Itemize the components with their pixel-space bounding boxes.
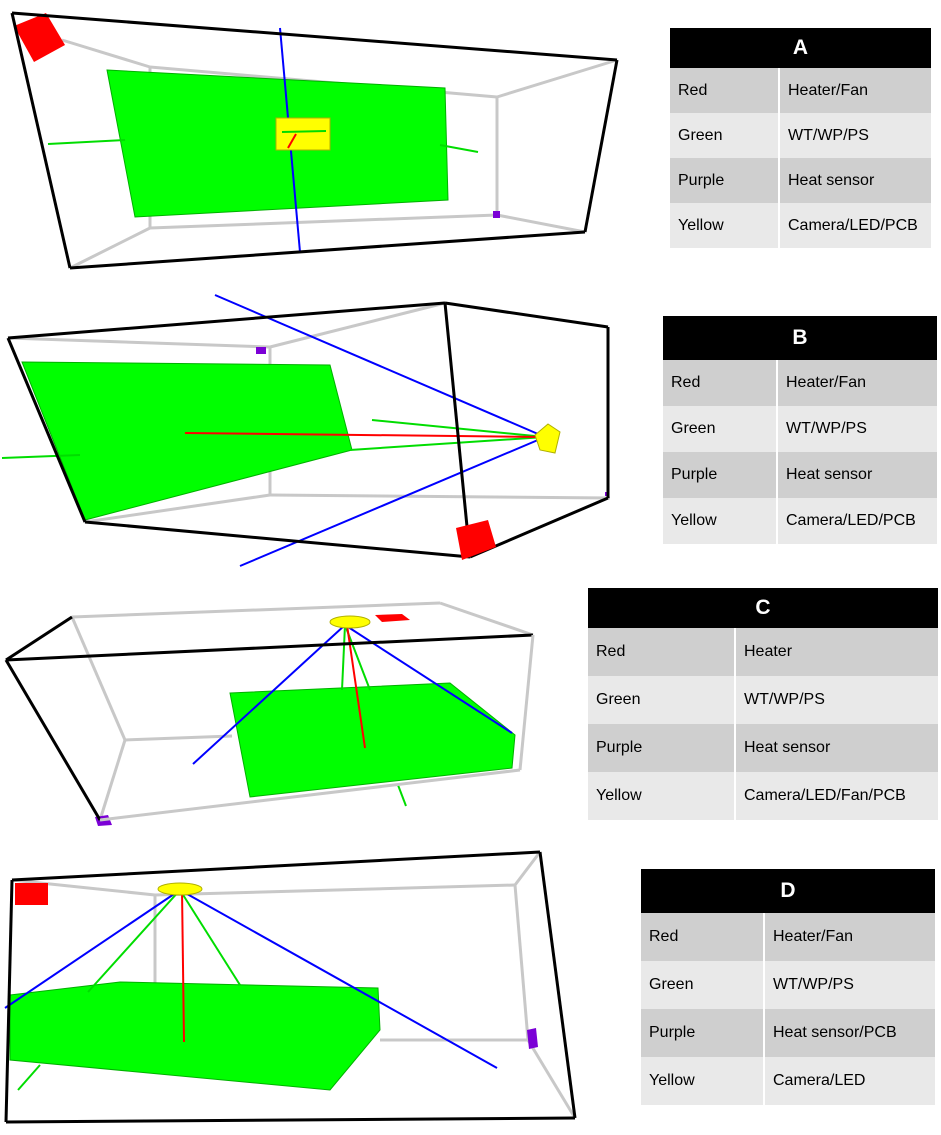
axis-green-center xyxy=(281,130,327,133)
axis-blue-left xyxy=(192,624,346,765)
panel-c-view xyxy=(4,601,535,826)
legend-color-label: Yellow xyxy=(588,772,735,820)
panel-d-view xyxy=(4,850,577,1124)
legend-table-a: A Red Heater/Fan Green WT/WP/PS Purple H… xyxy=(670,28,931,248)
axis-blue-bottom xyxy=(239,436,546,567)
legend-component-label: Heat sensor xyxy=(778,158,931,203)
enclosure-front-edges xyxy=(4,615,534,821)
axis-red xyxy=(346,624,366,749)
legend-color-label: Green xyxy=(641,961,764,1009)
heat-sensor xyxy=(256,347,266,354)
legend-component-label: Camera/LED/PCB xyxy=(778,203,931,248)
axis-green-a xyxy=(87,889,181,993)
legend-component-label: Heat sensor xyxy=(734,724,938,772)
axis-green-b xyxy=(179,889,241,986)
camera-module xyxy=(329,615,371,629)
legend-component-label: WT/WP/PS xyxy=(763,961,935,1009)
heat-sensor xyxy=(527,1028,538,1049)
axis-blue-right xyxy=(179,889,498,1069)
legend-table-b: B Red Heater/Fan Green WT/WP/PS Purple H… xyxy=(663,316,937,544)
heater-block xyxy=(456,520,496,560)
legend-color-label: Red xyxy=(670,68,779,113)
legend-component-label: Heater xyxy=(734,628,938,676)
legend-component-label: WT/WP/PS xyxy=(734,676,938,724)
legend-title-c: C xyxy=(588,588,938,628)
axis-red xyxy=(184,432,546,438)
legend-color-label: Green xyxy=(663,406,777,452)
axis-red xyxy=(287,133,297,149)
axis-green-left xyxy=(47,139,126,145)
camera-module xyxy=(275,117,331,151)
legend-component-label: WT/WP/PS xyxy=(776,406,937,452)
axis-green-c xyxy=(17,1064,41,1091)
legend-color-label: Purple xyxy=(588,724,735,772)
legend-component-label: Heat sensor/PCB xyxy=(763,1009,935,1057)
enclosure-back-edges xyxy=(70,601,534,821)
legend-color-label: Red xyxy=(663,360,777,406)
legend-color-label: Red xyxy=(641,913,764,961)
heater-block xyxy=(375,614,410,622)
legend-component-label: Heat sensor xyxy=(776,452,937,498)
enclosure-front-edges xyxy=(10,11,619,270)
legend-color-label: Purple xyxy=(663,452,777,498)
legend-component-label: Heater/Fan xyxy=(778,68,931,113)
camera-module xyxy=(534,423,561,454)
axis-blue-left xyxy=(4,889,181,1009)
legend-table-d: D Red Heater/Fan Green WT/WP/PS Purple H… xyxy=(641,869,935,1105)
legend-component-label: Heater/Fan xyxy=(776,360,937,406)
legend-color-label: Green xyxy=(588,676,735,724)
axis-green-c xyxy=(397,784,407,807)
enclosure-back-edges xyxy=(11,851,577,1119)
legend-component-label: WT/WP/PS xyxy=(778,113,931,158)
legend-component-label: Heater/Fan xyxy=(763,913,935,961)
axis-green-bottom xyxy=(349,436,546,451)
heat-sensor xyxy=(493,211,500,218)
legend-color-label: Green xyxy=(670,113,779,158)
legend-title-a: A xyxy=(670,28,931,68)
water-tank xyxy=(229,682,516,798)
panel-b-view xyxy=(1,294,611,567)
heater-block xyxy=(15,883,48,905)
legend-color-label: Purple xyxy=(641,1009,764,1057)
legend-component-label: Camera/LED/Fan/PCB xyxy=(734,772,938,820)
legend-title-d: D xyxy=(641,869,935,913)
heater-block xyxy=(14,13,65,62)
legend-color-label: Red xyxy=(588,628,735,676)
axis-green-a xyxy=(341,624,346,691)
legend-color-label: Yellow xyxy=(663,498,777,544)
legend-component-label: Camera/LED/PCB xyxy=(776,498,937,544)
axis-green-right xyxy=(439,144,479,153)
axis-green-left xyxy=(1,454,81,459)
legend-component-label: Camera/LED xyxy=(763,1057,935,1105)
legend-color-label: Purple xyxy=(670,158,779,203)
enclosure-side-edges xyxy=(99,634,535,822)
axis-blue-top xyxy=(214,294,546,438)
axis-red xyxy=(181,889,185,1043)
enclosure-front-edges xyxy=(4,850,577,1124)
panel-a-view xyxy=(10,11,619,270)
legend-color-label: Yellow xyxy=(641,1057,764,1105)
camera-module xyxy=(157,882,203,896)
legend-color-label: Yellow xyxy=(670,203,779,248)
legend-title-b: B xyxy=(663,316,937,360)
legend-table-c: C Red Heater Green WT/WP/PS Purple Heat … xyxy=(588,588,938,820)
water-tank xyxy=(9,981,381,1091)
